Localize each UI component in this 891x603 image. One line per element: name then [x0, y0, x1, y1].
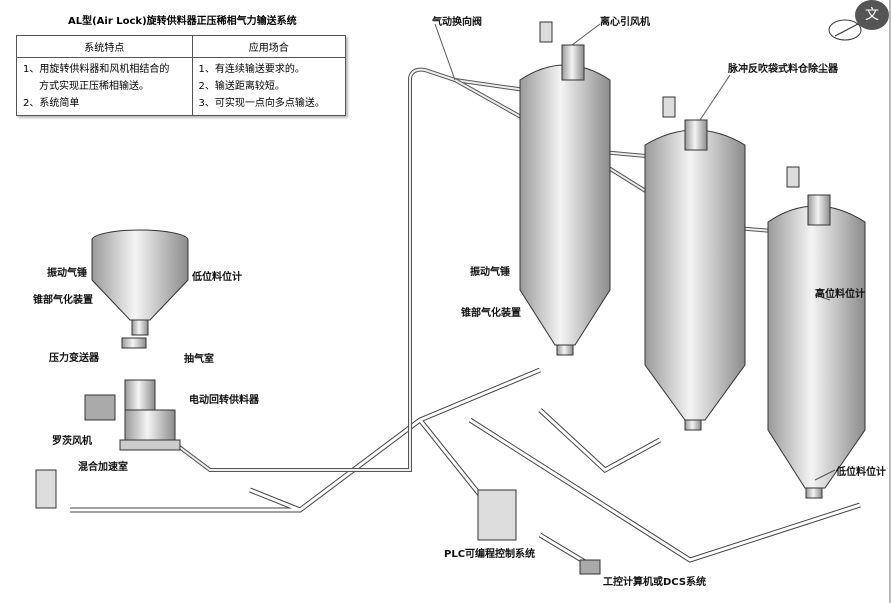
- feature-item: 方式实现正压稀相输送。: [39, 81, 149, 92]
- application-item: 2、输送距离较短。: [198, 81, 285, 92]
- application-item: 3、可实现一点向多点输送。: [198, 98, 325, 109]
- application-item: 1、有连续输送要求的。: [198, 64, 305, 75]
- label-fan: 离心引风机: [600, 17, 650, 28]
- label-high-level: 高位料位计: [815, 289, 865, 300]
- silo-2: [644, 119, 746, 431]
- translate-icon[interactable]: 文: [855, 0, 889, 30]
- silo-3: [767, 194, 866, 499]
- silos: [477, 21, 866, 575]
- label-low-level-2: 低位料位计: [836, 467, 886, 478]
- right-border: [889, 0, 891, 603]
- feature-item: 2、系统简单: [23, 98, 80, 109]
- label-roots-blower: 罗茨风机: [52, 436, 92, 447]
- label-dcs: 工控计算机或DCS系统: [603, 577, 707, 588]
- label-rotary-feeder: 电动回转供料器: [189, 395, 259, 406]
- silo-1: [519, 44, 611, 356]
- label-aeration-2: 锥部气化装置: [461, 308, 521, 319]
- label-dust-collector: 脉冲反吹袋式料仓除尘器: [728, 64, 838, 75]
- feature-item: 1、用旋转供料器和风机相结合的: [23, 64, 170, 75]
- label-vibrator-2: 振动气锤: [470, 267, 510, 278]
- label-exhaust-chamber: 抽气室: [184, 354, 214, 365]
- source-hopper: [35, 229, 189, 509]
- applications-cell: 1、有连续输送要求的。 2、输送距离较短。 3、可实现一点向多点输送。: [191, 57, 346, 116]
- features-cell: 1、用旋转供料器和风机相结合的方式实现正压稀相输送。 2、系统简单: [16, 57, 193, 116]
- label-vibrator-1: 振动气锤: [47, 268, 87, 279]
- label-aeration-1: 锥部气化装置: [33, 295, 93, 306]
- label-low-level-1: 低位料位计: [192, 272, 242, 283]
- label-pressure-transmitter: 压力变送器: [49, 353, 99, 364]
- diagram-title: AL型(Air Lock)旋转供料器正压稀相气力输送系统: [68, 16, 297, 27]
- label-plc: PLC可编程控制系统: [444, 549, 536, 560]
- feature-table: 系统特点应用场合 1、用旋转供料器和风机相结合的方式实现正压稀相输送。2、系统简…: [16, 35, 346, 116]
- label-mixing-chamber: 混合加速室: [78, 462, 128, 473]
- label-valve: 气动换向阀: [432, 17, 482, 28]
